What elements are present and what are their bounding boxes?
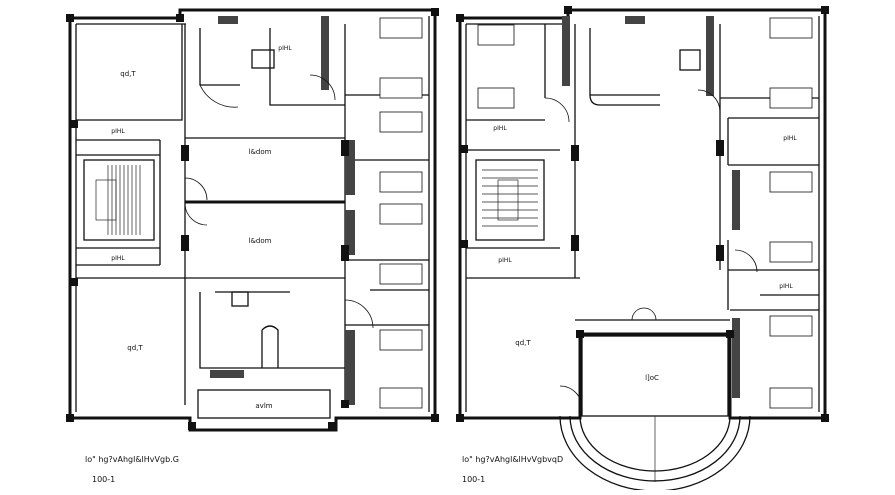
- right-toilet-label-2: pIHL: [498, 257, 512, 264]
- left-toilet-label-2: pIHL: [111, 128, 125, 135]
- left-room-top-left-label: qd,T: [120, 70, 136, 78]
- right-plan-caption: lo" hg?vAhgl&lHvVgbvqD: [462, 455, 563, 464]
- left-plan-caption: lo" hg?vAhgl&lHvVgb.G: [85, 455, 179, 464]
- right-toilet-label-4: pIHL: [779, 283, 793, 290]
- left-toilet-label-3: pIHL: [111, 255, 125, 262]
- left-hall-lower-label: l&dom: [249, 237, 272, 245]
- left-plan-scale: 100-1: [92, 475, 115, 484]
- right-toilet-label-3: pIHL: [783, 135, 797, 142]
- right-room-bottom-left-label: qd,T: [515, 339, 531, 347]
- right-lobby-label: l]oC: [645, 374, 659, 382]
- right-floor-plan: qd,T l]oC pIHL pIHL pIHL pIHL lo" hg?vAh…: [456, 6, 829, 492]
- left-bottom-entry-label: avlm: [255, 402, 272, 410]
- left-hall-upper-label: l&dom: [249, 148, 272, 156]
- right-toilet-label-1: pIHL: [493, 125, 507, 132]
- left-room-bottom-left-label: qd,T: [127, 344, 143, 352]
- left-toilet-label-1: pIHL: [278, 45, 292, 52]
- right-plan-scale: 100-1: [462, 475, 485, 484]
- left-floor-plan: qd,T l&dom l&dom qd,T avlm pIHL pIHL pIH…: [66, 8, 439, 484]
